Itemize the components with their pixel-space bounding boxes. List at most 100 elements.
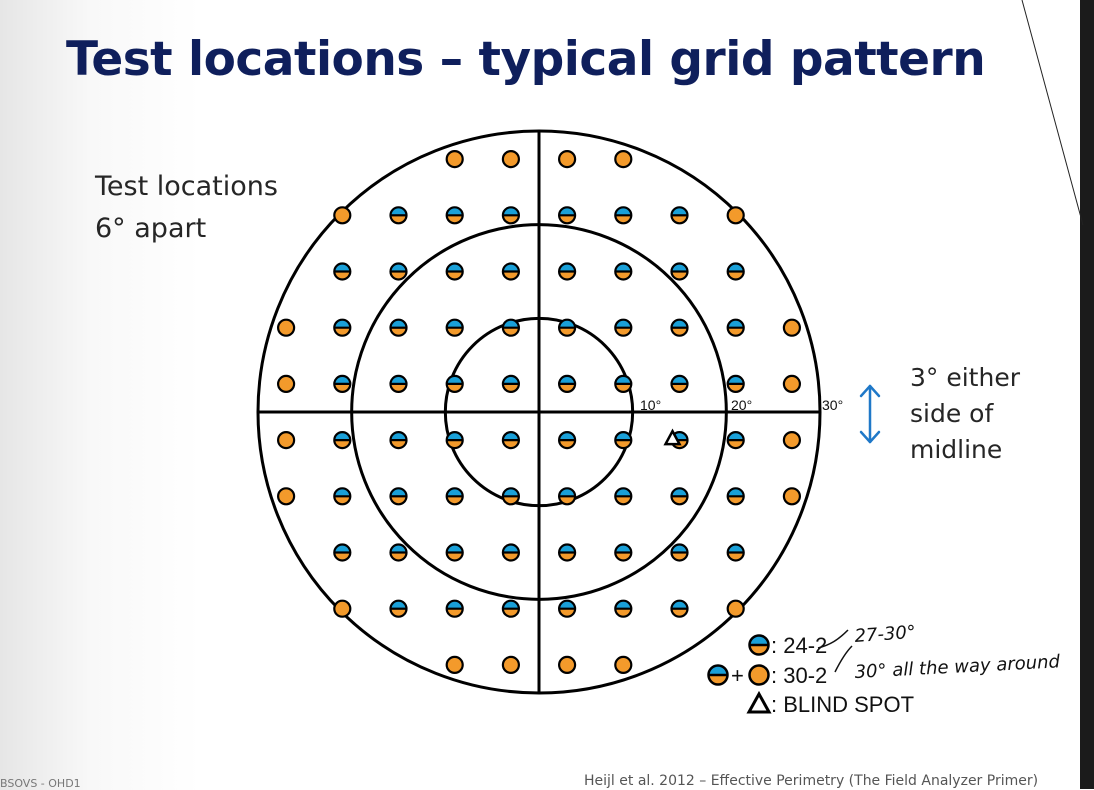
test-dot-24-2 bbox=[726, 262, 745, 281]
test-dot-30-2 bbox=[557, 150, 577, 169]
test-dot-24-2 bbox=[389, 206, 408, 225]
test-dot-24-2 bbox=[445, 318, 464, 337]
test-dot-24-2 bbox=[501, 543, 520, 562]
right-note-line-1: 3° either bbox=[910, 363, 1020, 392]
test-dot-30-2 bbox=[782, 318, 802, 337]
test-dot-24-2 bbox=[670, 262, 689, 281]
test-dot-24-2 bbox=[670, 206, 689, 225]
test-dot-30-2 bbox=[277, 318, 296, 337]
test-dot-30-2 bbox=[782, 374, 802, 393]
test-dot-24-2 bbox=[501, 374, 520, 393]
test-dot-30-2 bbox=[782, 431, 802, 450]
ring-label-20: 20° bbox=[731, 397, 752, 413]
legend-blind-spot-icon bbox=[746, 690, 772, 714]
test-dot-24-2 bbox=[389, 487, 408, 506]
test-dot-24-2 bbox=[670, 374, 689, 393]
test-dot-24-2 bbox=[445, 374, 464, 393]
test-dot-24-2 bbox=[333, 487, 352, 506]
legend-30-2-dot-a-icon bbox=[707, 664, 729, 686]
test-dot-24-2 bbox=[557, 599, 577, 618]
legend-24-2-label: : 24-2 bbox=[771, 633, 827, 658]
right-note: 3° either side of midline bbox=[910, 360, 1020, 468]
test-dot-24-2 bbox=[557, 543, 577, 562]
test-dot-30-2 bbox=[501, 150, 520, 169]
handwritten-note-1: 27-30° bbox=[854, 622, 917, 647]
test-dot-30-2 bbox=[277, 487, 296, 506]
test-dot-24-2 bbox=[614, 374, 633, 393]
test-dot-24-2 bbox=[670, 599, 689, 618]
legend-30-2-label: : 30-2 bbox=[771, 663, 827, 688]
test-dot-30-2 bbox=[726, 206, 745, 225]
ring-label-10: 10° bbox=[640, 397, 661, 413]
test-dot-30-2 bbox=[557, 655, 577, 675]
test-dot-24-2 bbox=[501, 599, 520, 618]
right-edge-band bbox=[1080, 0, 1094, 789]
left-note-line-1: Test locations bbox=[95, 171, 278, 202]
test-dot-24-2 bbox=[445, 487, 464, 506]
left-note: Test locations 6° apart bbox=[95, 166, 278, 250]
test-dot-24-2 bbox=[557, 431, 577, 450]
test-dot-30-2 bbox=[445, 150, 464, 169]
test-dot-30-2 bbox=[614, 655, 633, 675]
test-dot-30-2 bbox=[501, 655, 520, 675]
test-dot-24-2 bbox=[557, 262, 577, 281]
corner-pen-stroke bbox=[1021, 0, 1084, 226]
handwritten-stroke bbox=[817, 629, 849, 649]
test-dot-24-2 bbox=[333, 262, 352, 281]
double-arrow-icon bbox=[859, 384, 881, 444]
test-dot-30-2 bbox=[277, 374, 296, 393]
test-dot-24-2 bbox=[501, 431, 520, 450]
test-dot-24-2 bbox=[726, 543, 745, 562]
test-dot-24-2 bbox=[614, 262, 633, 281]
test-dot-24-2 bbox=[670, 543, 689, 562]
test-dot-30-2 bbox=[277, 431, 296, 450]
test-dot-24-2 bbox=[501, 318, 520, 337]
test-dot-24-2 bbox=[333, 543, 352, 562]
test-dot-24-2 bbox=[726, 374, 745, 393]
test-dot-24-2 bbox=[557, 374, 577, 393]
handwritten-note-2: 30° all the way around bbox=[854, 651, 1061, 683]
test-dot-24-2 bbox=[389, 431, 408, 450]
test-dot-24-2 bbox=[389, 374, 408, 393]
test-dot-24-2 bbox=[389, 318, 408, 337]
test-dot-24-2 bbox=[389, 599, 408, 618]
test-dot-24-2 bbox=[445, 543, 464, 562]
test-dot-24-2 bbox=[445, 206, 464, 225]
test-dot-30-2 bbox=[333, 599, 352, 618]
test-dot-24-2 bbox=[614, 487, 633, 506]
test-dot-24-2 bbox=[726, 487, 745, 506]
footer-left: BSOVS - OHD1 bbox=[0, 777, 81, 790]
handwritten-stroke-2 bbox=[834, 645, 853, 673]
test-dot-24-2 bbox=[333, 431, 352, 450]
grid-axes bbox=[258, 131, 820, 693]
legend-plus: + bbox=[731, 663, 744, 688]
right-note-line-3: midline bbox=[910, 435, 1003, 464]
test-dot-24-2 bbox=[501, 262, 520, 281]
test-dot-30-2 bbox=[726, 599, 745, 618]
handwritten-annotations: 27-30° 30° all the way around bbox=[817, 622, 1061, 683]
test-dot-24-2 bbox=[670, 318, 689, 337]
test-dot-24-2 bbox=[726, 318, 745, 337]
legend-24-2-dot-icon bbox=[748, 634, 770, 656]
blind-spot-marker bbox=[663, 428, 682, 446]
slide-title: Test locations – typical grid pattern bbox=[66, 32, 986, 87]
test-dot-24-2 bbox=[333, 374, 352, 393]
legend: : 24-2 + : 30-2 : BLIND SPOT bbox=[707, 633, 914, 717]
footer-citation: Heijl et al. 2012 – Effective Perimetry … bbox=[584, 773, 1039, 789]
legend-30-2-dot-b-icon bbox=[748, 664, 770, 686]
test-dot-24-2 bbox=[614, 318, 633, 337]
test-dot-24-2 bbox=[333, 318, 352, 337]
ring-label-30: 30° bbox=[822, 397, 843, 413]
test-dot-24-2 bbox=[445, 431, 464, 450]
test-dot-30-2 bbox=[782, 487, 802, 506]
test-dot-30-2 bbox=[333, 206, 352, 225]
test-dot-30-2 bbox=[445, 655, 464, 675]
test-dot-24-2 bbox=[501, 206, 520, 225]
test-dot-24-2 bbox=[670, 487, 689, 506]
test-dot-24-2 bbox=[614, 599, 633, 618]
test-dot-24-2 bbox=[389, 262, 408, 281]
test-dot-24-2 bbox=[389, 543, 408, 562]
test-dot-24-2 bbox=[614, 431, 633, 450]
right-note-line-2: side of bbox=[910, 399, 994, 428]
